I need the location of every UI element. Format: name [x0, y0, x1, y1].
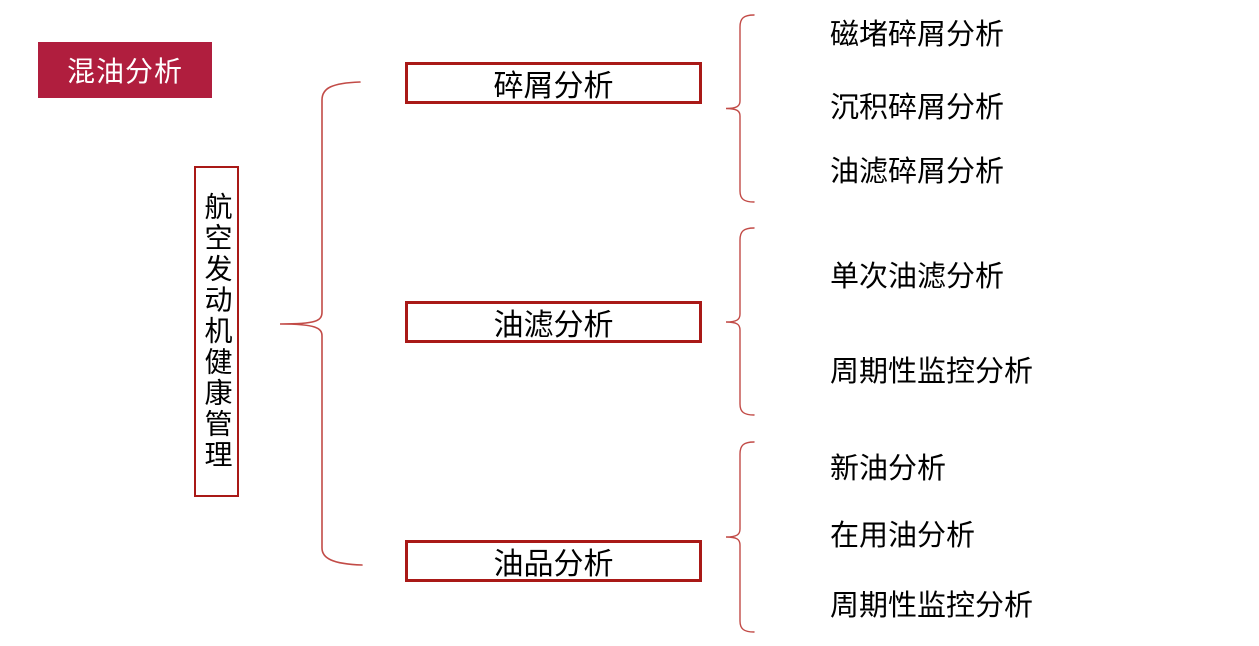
branch-bracket-debris	[725, 14, 755, 203]
leaf-item: 在用油分析	[830, 520, 976, 552]
root-node: 航空发动机健康管理	[194, 166, 239, 497]
leaf-item: 磁堵碎屑分析	[830, 19, 1005, 51]
leaf-item: 周期性监控分析	[830, 590, 1034, 622]
branch-node-filter-analysis: 油滤分析	[405, 301, 702, 343]
title-badge: 混油分析	[38, 42, 212, 98]
root-node-label: 航空发动机健康管理	[201, 192, 233, 471]
leaf-item: 油滤碎屑分析	[830, 156, 1005, 188]
leaf-item: 单次油滤分析	[830, 261, 1005, 293]
branch-bracket-oil	[725, 441, 755, 633]
leaf-item: 新油分析	[830, 453, 947, 485]
branch-bracket-filter	[725, 227, 755, 416]
root-brace	[279, 81, 363, 566]
branch-node-oil-analysis: 油品分析	[405, 540, 702, 582]
branch-node-debris-analysis: 碎屑分析	[405, 62, 702, 104]
leaf-item: 周期性监控分析	[830, 356, 1034, 388]
leaf-item: 沉积碎屑分析	[830, 92, 1005, 124]
